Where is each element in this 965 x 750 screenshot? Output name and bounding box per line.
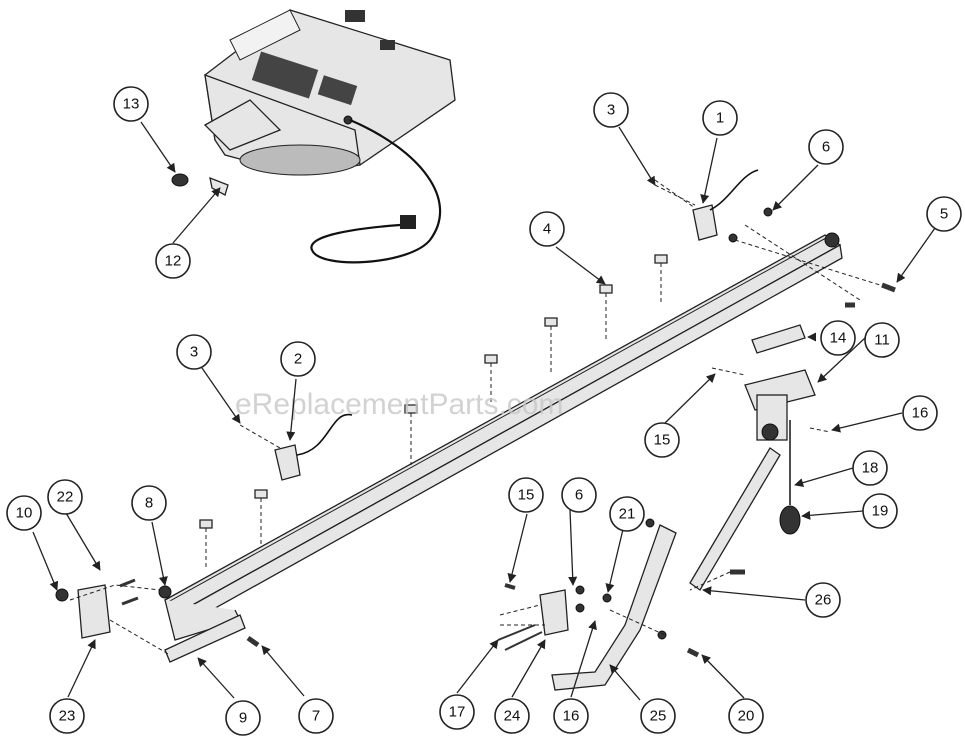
- svg-text:16: 16: [912, 405, 929, 422]
- header-bracket: [69, 584, 569, 663]
- callout-13: 13: [113, 86, 149, 122]
- callout-16-upper: 16: [902, 395, 938, 431]
- callout-6-lower: 6: [561, 477, 597, 513]
- svg-text:3: 3: [607, 102, 615, 119]
- svg-text:22: 22: [57, 489, 74, 506]
- safety-sensors: [239, 169, 759, 481]
- callout-24: 24: [494, 698, 530, 734]
- callout-11: 11: [864, 322, 900, 358]
- svg-text:15: 15: [518, 487, 535, 504]
- svg-text:25: 25: [650, 708, 667, 725]
- svg-text:16: 16: [563, 708, 580, 725]
- svg-text:21: 21: [619, 506, 636, 523]
- svg-text:14: 14: [830, 330, 847, 347]
- callout-17: 17: [439, 694, 475, 730]
- callout-8: 8: [131, 485, 167, 521]
- svg-text:8: 8: [145, 495, 153, 512]
- callout-16-lower: 16: [553, 698, 589, 734]
- callout-12: 12: [155, 243, 191, 279]
- spacer-clips: [199, 254, 668, 570]
- svg-text:12: 12: [165, 253, 182, 270]
- svg-text:9: 9: [239, 710, 247, 727]
- callout-7: 7: [298, 698, 334, 734]
- svg-text:3: 3: [190, 344, 198, 361]
- callout-9: 9: [225, 700, 261, 736]
- svg-text:13: 13: [123, 96, 140, 113]
- svg-text:26: 26: [815, 592, 832, 609]
- svg-text:7: 7: [312, 708, 320, 725]
- svg-text:2: 2: [294, 351, 302, 368]
- callout-1: 1: [702, 100, 738, 136]
- callout-2: 2: [280, 341, 316, 377]
- svg-text:18: 18: [862, 460, 879, 477]
- svg-text:6: 6: [822, 139, 830, 156]
- callout-15-upper: 15: [644, 422, 680, 458]
- svg-text:23: 23: [59, 708, 76, 725]
- svg-text:1: 1: [716, 110, 724, 127]
- svg-text:5: 5: [940, 206, 948, 223]
- power-cord: [310, 118, 442, 264]
- callout-10: 10: [6, 495, 42, 531]
- callout-14: 14: [820, 320, 856, 356]
- svg-text:24: 24: [504, 708, 521, 725]
- callout-5: 5: [926, 196, 962, 232]
- callout-23: 23: [49, 698, 85, 734]
- svg-text:17: 17: [449, 704, 466, 721]
- callout-18: 18: [852, 450, 888, 486]
- callout-4: 4: [529, 211, 565, 247]
- svg-text:15: 15: [654, 432, 671, 449]
- callout-19: 19: [862, 493, 898, 529]
- door-arms: [551, 447, 781, 691]
- svg-text:20: 20: [738, 708, 755, 725]
- callout-3-upper: 3: [593, 92, 629, 128]
- motor-unit: [203, 9, 456, 176]
- callout-15-lower: 15: [508, 477, 544, 513]
- callout-21: 21: [609, 496, 645, 532]
- svg-text:4: 4: [543, 221, 551, 238]
- callout-26: 26: [805, 582, 841, 618]
- svg-text:19: 19: [872, 503, 889, 520]
- watermark-text: eReplacementParts.com: [235, 388, 563, 421]
- callout-20: 20: [728, 698, 764, 734]
- svg-text:6: 6: [575, 487, 583, 504]
- release-cord: [779, 420, 801, 535]
- fasteners: [55, 173, 896, 658]
- svg-text:10: 10: [16, 505, 33, 522]
- callout-3-lower: 3: [176, 334, 212, 370]
- rail-assembly: [163, 232, 843, 641]
- callout-6-upper: 6: [808, 129, 844, 165]
- leader-lines: [32, 121, 936, 701]
- callout-25: 25: [640, 698, 676, 734]
- callout-22: 22: [47, 479, 83, 515]
- trolley: [711, 324, 816, 441]
- svg-text:11: 11: [874, 332, 890, 349]
